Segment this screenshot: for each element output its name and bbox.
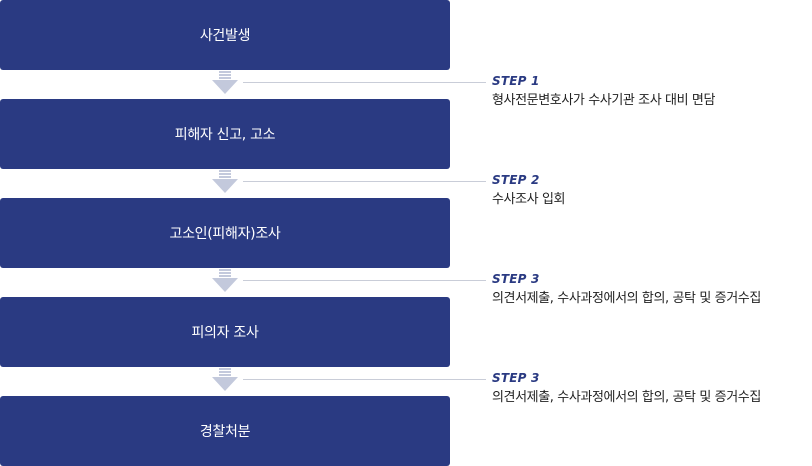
- step-label: STEP 3: [492, 272, 540, 286]
- step-label: STEP 1: [492, 74, 540, 88]
- down-arrow-icon: [212, 368, 238, 391]
- step-label: STEP 2: [492, 173, 540, 187]
- step-connector-line: [243, 181, 486, 182]
- step-connector-line: [243, 280, 486, 281]
- flow-box-label: 피의자 조사: [191, 325, 259, 341]
- step-description: 형사전문변호사가 수사기관 조사 대비 면담: [492, 93, 716, 108]
- step-label: STEP 3: [492, 371, 540, 385]
- flow-box-label: 경찰처분: [199, 424, 251, 440]
- flow-box-label: 피해자 신고, 고소: [174, 127, 276, 143]
- flow-box-label: 고소인(피해자)조사: [169, 226, 281, 242]
- step-description: 의견서제출, 수사과정에서의 합의, 공탁 및 증거수집: [492, 291, 761, 306]
- flow-box-label: 사건발생: [199, 28, 251, 44]
- step-annotation: STEP 3 의견서제출, 수사과정에서의 합의, 공탁 및 증거수집: [492, 271, 761, 308]
- step-description: 수사조사 입회: [492, 192, 566, 207]
- flow-box-complainant-investigation: 고소인(피해자)조사: [0, 198, 450, 268]
- flow-box-police-disposition: 경찰처분: [0, 396, 450, 466]
- step-connector-line: [243, 379, 486, 380]
- down-arrow-icon: [212, 170, 238, 193]
- flow-box-incident: 사건발생: [0, 0, 450, 70]
- step-description: 의견서제출, 수사과정에서의 합의, 공탁 및 증거수집: [492, 390, 761, 405]
- flow-box-report: 피해자 신고, 고소: [0, 99, 450, 169]
- flow-box-suspect-investigation: 피의자 조사: [0, 297, 450, 367]
- down-arrow-icon: [212, 71, 238, 94]
- step-annotation: STEP 3 의견서제출, 수사과정에서의 합의, 공탁 및 증거수집: [492, 370, 761, 407]
- step-annotation: STEP 2 수사조사 입회: [492, 172, 565, 209]
- step-annotation: STEP 1 형사전문변호사가 수사기관 조사 대비 면담: [492, 73, 715, 110]
- step-connector-line: [243, 82, 486, 83]
- down-arrow-icon: [212, 269, 238, 292]
